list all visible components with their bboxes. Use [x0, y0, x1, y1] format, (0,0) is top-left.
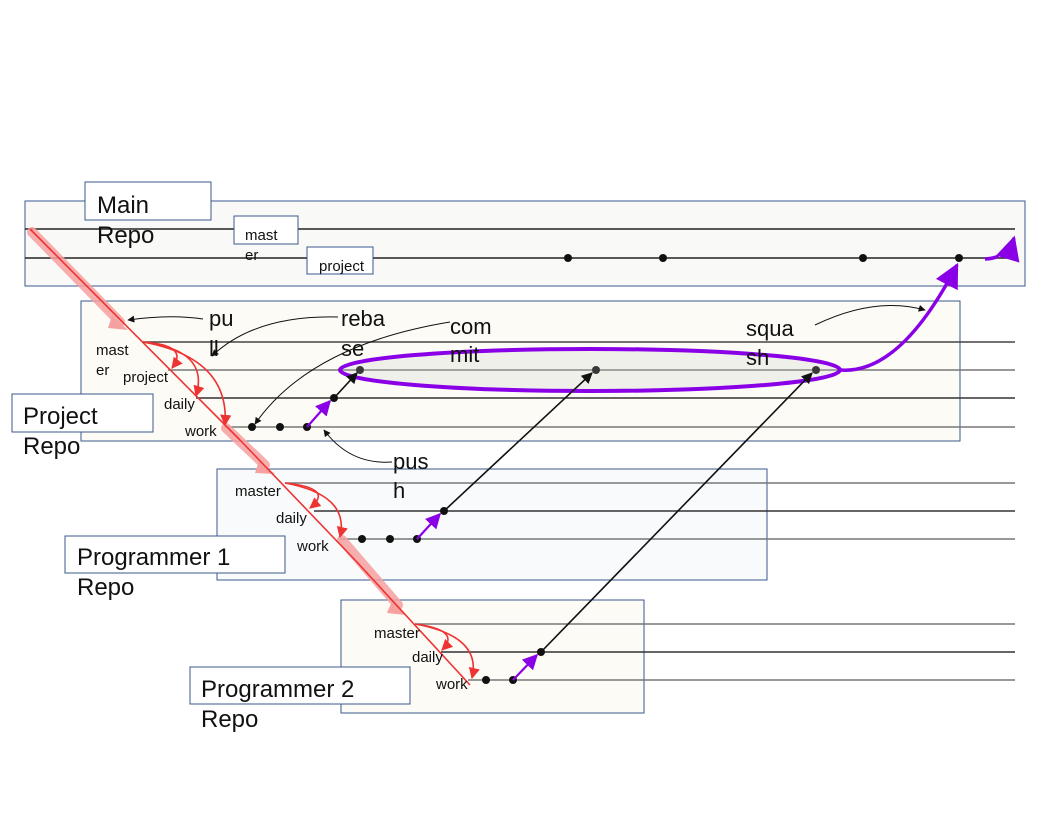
programmer1-daily-label: daily — [276, 510, 307, 527]
project-master-label-2: er — [96, 362, 109, 379]
squash-annotation: squa — [746, 316, 794, 341]
project-project-label: project — [123, 369, 169, 386]
pull-annotation-2: ll — [209, 336, 219, 361]
commit-dots — [248, 254, 963, 684]
project-repo-title: Project — [23, 403, 98, 430]
project-daily-label: daily — [164, 396, 195, 413]
programmer1-master-label: master — [235, 483, 281, 500]
main-master-label-box — [233, 215, 299, 245]
main-repo-title-box — [84, 181, 212, 221]
main-project-label-box — [306, 246, 374, 275]
programmer1-work-label: work — [296, 538, 329, 555]
project-repo-title-2: Repo — [23, 433, 80, 460]
main-project-label: project — [319, 258, 365, 275]
push-annotation: pus — [393, 449, 428, 474]
main-master-label: mast — [245, 227, 278, 244]
branch-lines — [25, 228, 1015, 681]
squash-annotation-2: sh — [746, 345, 769, 370]
main-master-label-2: er — [245, 247, 258, 264]
rebase-annotation: reba — [341, 306, 386, 331]
main-repo-title: Main — [97, 192, 149, 219]
programmer2-daily-label: daily — [412, 649, 443, 666]
project-repo-title-box — [11, 393, 154, 433]
programmer2-repo-title: Programmer 2 — [201, 676, 354, 703]
programmer2-master-label: master — [374, 625, 420, 642]
commit-arrows — [333, 372, 813, 653]
project-master-label: mast — [96, 342, 129, 359]
pull-curves — [142, 341, 480, 680]
rebase-annotation-2: se — [341, 336, 364, 361]
programmer1-repo-title: Programmer 1 — [77, 544, 230, 571]
project-work-label: work — [184, 423, 217, 440]
push-arrows — [306, 235, 1020, 681]
commit-annotation-2: mit — [450, 342, 479, 367]
main-repo-title-2: Repo — [97, 222, 154, 249]
programmer2-repo-title-2: Repo — [201, 706, 258, 733]
programmer1-repo-title-2: Repo — [77, 574, 134, 601]
push-annotation-2: h — [393, 478, 405, 503]
annotation-pointers — [127, 304, 926, 463]
pull-diagonals — [29, 228, 471, 686]
pull-annotation: pu — [209, 306, 233, 331]
programmer2-repo-title-box — [189, 666, 411, 705]
programmer1-repo-title-box — [64, 535, 286, 574]
programmer2-work-label: work — [435, 676, 468, 693]
commit-annotation: com — [450, 314, 492, 339]
